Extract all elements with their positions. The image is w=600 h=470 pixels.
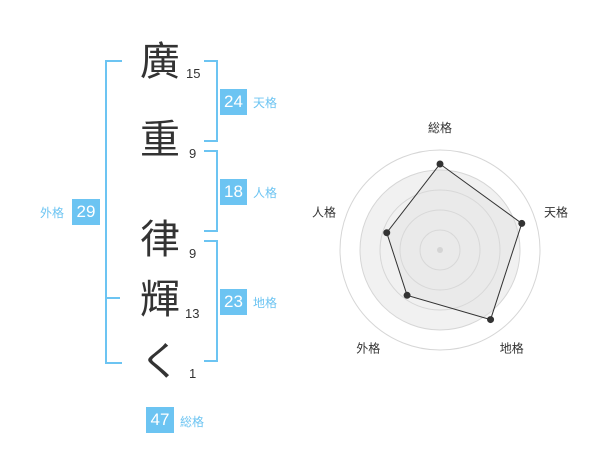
radar-point [383,229,391,237]
name-char-1: 廣 [140,39,180,85]
radar-ring [419,229,461,271]
radar-point [518,219,526,227]
gaikaku-value: 29 [72,199,100,225]
stroke-count-1: 15 [186,66,201,81]
radar-axis-label: 人格 [312,204,336,219]
jinkaku-label: 人格 [253,186,278,200]
tenkaku-value: 24 [220,89,247,115]
chikaku-label: 地格 [253,296,278,310]
radar-center-dot [437,247,443,253]
radar-axis-label: 総格 [428,120,452,135]
stroke-count-2: 9 [189,146,197,161]
name-char-3: 律 [140,217,180,263]
gaikaku-bracket-divider [105,297,120,299]
stroke-count-5: 1 [189,366,197,381]
radar-ring [379,189,501,311]
radar-axis-label: 外格 [356,341,380,356]
name-char-4: 輝 [140,277,180,323]
jinkaku-value: 18 [220,179,247,205]
soukaku-label: 総格 [180,415,205,429]
tenkaku-label: 天格 [253,96,278,110]
radar-point [403,291,411,299]
gaikaku-bracket-outer [105,60,122,364]
radar-axis-label: 天格 [544,204,568,219]
radar-shape [383,160,526,324]
radar-point [487,316,495,324]
name-char-2: 重 [140,117,180,163]
radar-polygon [386,163,523,321]
radar-axis-label: 地格 [500,341,524,356]
jinkaku-bracket [204,150,218,232]
name-char-5: く [140,339,180,385]
gaikaku-label: 外格 [40,206,65,220]
soukaku-value: 47 [146,407,174,433]
tenkaku-bracket [204,60,218,142]
chikaku-value: 23 [220,289,247,315]
stroke-count-3: 9 [189,246,197,261]
stroke-count-4: 13 [185,306,200,321]
radar-point [436,160,444,168]
chikaku-bracket [204,240,218,362]
radar-ring [399,209,481,291]
